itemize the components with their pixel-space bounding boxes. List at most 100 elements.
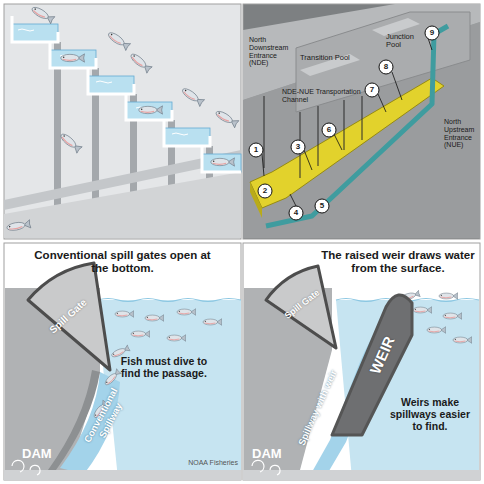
pool-wall (50, 42, 96, 68)
fish (177, 309, 196, 316)
callout-note: Fish must dive to find the passage. (116, 356, 212, 380)
gate-rods (264, 96, 362, 178)
fish (167, 335, 186, 342)
pool-label: Transition Pool (300, 54, 372, 62)
leader-line (304, 150, 312, 170)
credit-label: NOAA Fisheries (166, 459, 238, 467)
callout-circle (291, 140, 305, 154)
spill-gate-shape (28, 263, 110, 370)
callout-circle (258, 184, 272, 198)
fish (443, 313, 462, 320)
fish (115, 311, 134, 318)
fish (145, 315, 164, 322)
callout-number: 1 (249, 146, 263, 155)
panel-title: The raised weir draws water from the sur… (318, 249, 478, 275)
callout-number: 7 (365, 86, 379, 95)
riverbed (243, 470, 480, 480)
pool-water (126, 102, 172, 120)
gate-rod (362, 96, 363, 140)
gate-rod (344, 100, 345, 150)
callout-number: 2 (258, 187, 272, 196)
pool-wall (88, 68, 134, 94)
leader-line (392, 72, 402, 100)
teal-pipe (266, 26, 448, 226)
swirl (12, 460, 24, 472)
fish (427, 327, 446, 334)
ripple (96, 81, 112, 83)
fish (203, 319, 222, 326)
callout-number: 9 (425, 29, 439, 38)
ripple (18, 29, 34, 31)
panel-frame (4, 243, 241, 480)
channel-label: NDE-NUE Transportation Channel (282, 88, 376, 104)
pool-walls (12, 16, 241, 172)
fish (6, 220, 31, 232)
callout-circle (249, 143, 263, 157)
leader-line (378, 94, 386, 112)
leader-lines (262, 38, 432, 206)
fish (453, 337, 472, 344)
panel-title: Conventional spill gates open at the bot… (30, 249, 215, 275)
callout-note: Weirs make spillways easier to find. (385, 397, 475, 432)
fish (103, 369, 121, 387)
callout-circle (425, 26, 439, 40)
gate-rod (264, 96, 265, 168)
fish (180, 86, 204, 106)
pools (12, 24, 241, 172)
callout-number: 5 (315, 202, 329, 211)
fish (139, 106, 163, 114)
swirl (270, 465, 280, 475)
callout-circle (315, 199, 329, 213)
spill-gate: Spill Gate (262, 266, 342, 354)
entrance-label: North Downstream Entrance (NDE) (249, 36, 295, 67)
fish (61, 54, 85, 62)
swirl (30, 465, 40, 475)
leader-line (290, 194, 296, 206)
fish (211, 158, 235, 166)
fish (129, 52, 153, 74)
callout-number: 6 (322, 126, 336, 135)
fish (59, 132, 83, 154)
gate-rod (318, 106, 319, 166)
callout-circle (322, 123, 336, 137)
pool-water (50, 50, 96, 68)
callout-circle (379, 60, 393, 74)
swirls (12, 460, 40, 475)
entrance-label: North Upstream Entrance (NUE) (444, 118, 480, 149)
callout-circles (249, 26, 439, 220)
callout-number: 8 (379, 63, 393, 72)
pool-water (12, 24, 58, 42)
dam-label: DAM (22, 447, 72, 462)
transport-channel (250, 78, 444, 208)
fish (131, 331, 150, 338)
callout-circle (289, 206, 303, 220)
pool-wall (164, 120, 210, 146)
water-ripples (18, 29, 188, 135)
panel-frame (243, 4, 480, 239)
fish (106, 30, 130, 50)
panel-frame (243, 243, 480, 480)
spill-gate-shape (266, 266, 336, 348)
pool-water (202, 154, 241, 172)
pool-wall (126, 94, 172, 120)
panel-frame (4, 4, 241, 239)
fish (30, 5, 55, 24)
water-surface (98, 299, 241, 302)
pool-label: Junction Pool (386, 33, 422, 50)
fish-group (6, 5, 239, 232)
fish (439, 293, 458, 300)
callout-circle (365, 83, 379, 97)
pool-wall (202, 146, 241, 172)
swirls (252, 460, 280, 475)
spill-gate: Spill Gate (22, 262, 118, 376)
ground-shadow (4, 150, 241, 210)
callout-number: 4 (289, 209, 303, 218)
pool-water (164, 128, 210, 146)
fish (214, 109, 239, 128)
ripple (172, 133, 188, 135)
leader-line (262, 154, 264, 176)
callout-number: 3 (291, 143, 305, 152)
dam-label: DAM (252, 447, 302, 462)
fish (413, 307, 432, 314)
